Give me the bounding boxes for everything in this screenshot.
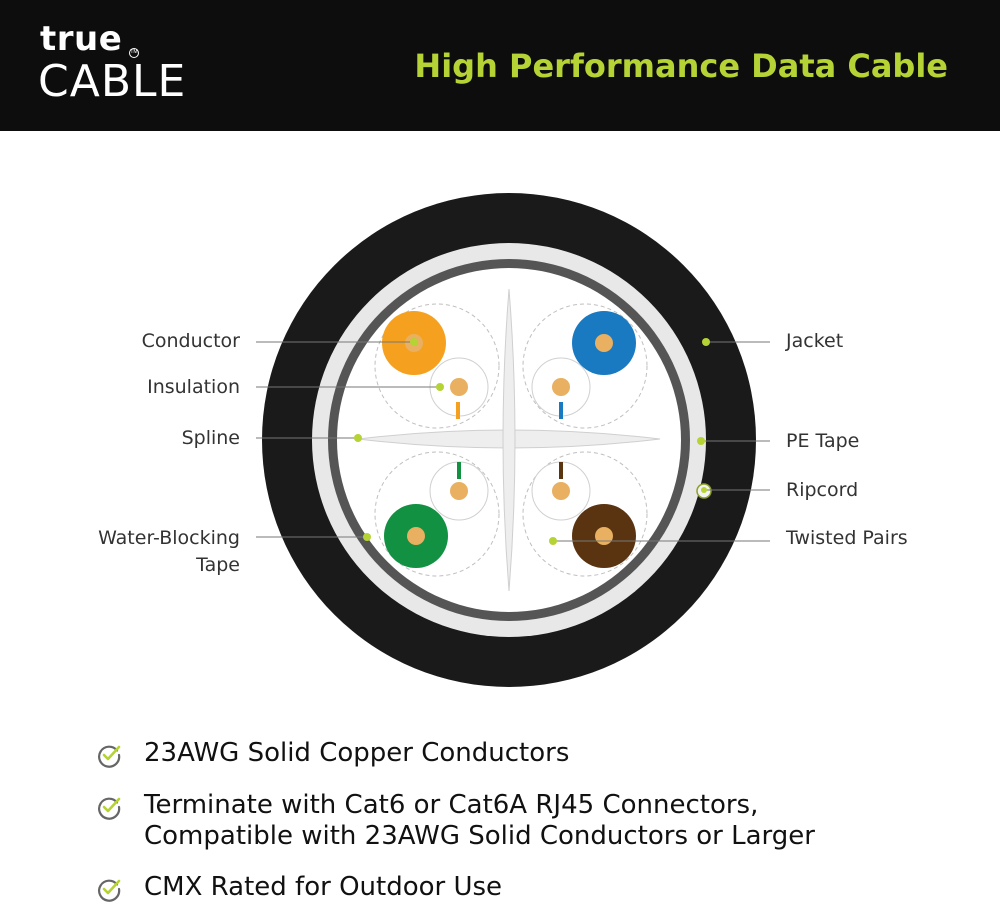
feature-line: CMX Rated for Outdoor Use [144,872,503,902]
check-circle-icon [98,797,121,820]
label-water-blocking-tape: Tape [196,554,240,576]
trademark-icon: TM [129,48,139,58]
label-jacket: Jacket [786,330,844,352]
feature-text: CMX Rated for Outdoor Use [144,872,502,903]
feature-line: 23AWG Solid Copper Conductors [144,738,570,768]
label-ripcord: Ripcord [786,479,859,501]
check-circle-icon [98,879,121,902]
cable-diagram-svg [256,193,770,687]
label-water-blocking: Water-Blocking [98,527,240,549]
feature-item: Terminate with Cat6 or Cat6A RJ45 Connec… [96,790,815,852]
feature-item: CMX Rated for Outdoor Use [96,872,502,903]
feature-text: 23AWG Solid Copper Conductors [144,738,569,769]
twisted-pair-outlines [374,303,648,577]
logo-text-true: true [40,19,123,59]
callout-dots [354,338,710,545]
label-twisted-pairs: Twisted Pairs [786,527,908,549]
feature-line: Terminate with Cat6 or Cat6A RJ45 Connec… [144,790,759,820]
logo-text-cable: CABLE [38,56,187,107]
label-insulation: Insulation [147,376,240,398]
page-title: High Performance Data Cable [414,47,948,85]
feature-item: 23AWG Solid Copper Conductors [96,738,569,769]
label-spline: Spline [181,427,240,449]
spline [357,288,661,592]
header-bar: true TM CABLE High Performance Data Cabl… [0,0,1000,131]
feature-line: Compatible with 23AWG Solid Conductors o… [144,821,815,851]
cable-cross-section: Conductor Insulation Spline Water-Blocki… [0,131,1000,721]
label-pe-tape: PE Tape [786,430,860,452]
feature-text: Terminate with Cat6 or Cat6A RJ45 Connec… [144,790,815,852]
label-conductor: Conductor [141,330,240,352]
check-circle-icon [98,745,121,768]
leader-lines [256,341,770,542]
